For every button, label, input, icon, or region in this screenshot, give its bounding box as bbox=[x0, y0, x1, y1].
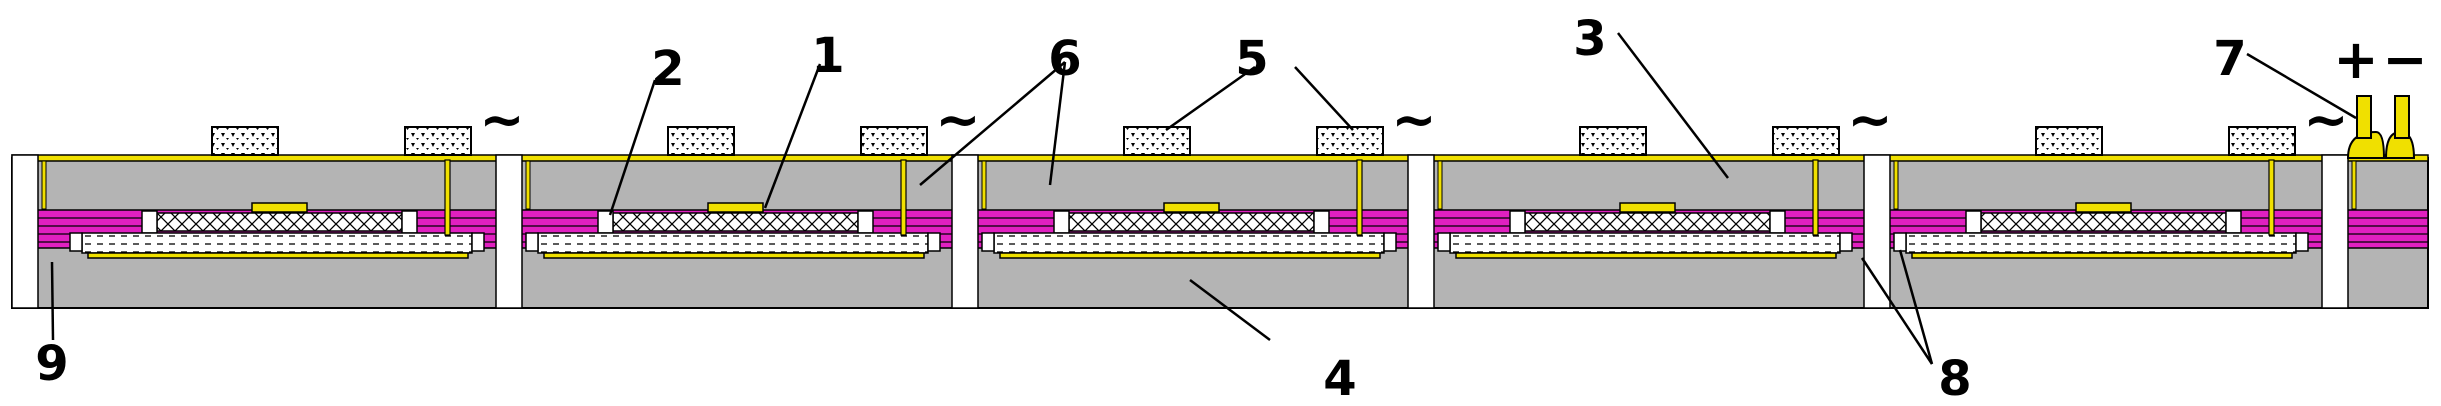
separator-slot bbox=[1407, 154, 1435, 309]
contact-pad bbox=[211, 126, 279, 156]
callout-labels: 9 2 1 6 5 4 3 8 7 bbox=[35, 11, 2246, 406]
conductor-tab bbox=[2075, 202, 2132, 213]
spacer-right bbox=[2225, 210, 2242, 234]
via bbox=[1356, 159, 1363, 236]
crosshatch-element bbox=[1980, 212, 2227, 232]
cell-1 bbox=[69, 126, 485, 259]
spacer-right bbox=[857, 210, 874, 234]
dashed-well bbox=[1449, 232, 1841, 254]
label-7: 7 bbox=[2213, 31, 2246, 87]
terminal-pins bbox=[2346, 95, 2416, 159]
via bbox=[444, 159, 451, 236]
cell-4 bbox=[1437, 126, 1853, 259]
dashed-well bbox=[81, 232, 473, 254]
bottom-conductor bbox=[87, 252, 469, 259]
separator-line bbox=[41, 160, 47, 210]
well-edge-left bbox=[525, 232, 539, 252]
spacer-left bbox=[1965, 210, 1982, 234]
separator bbox=[495, 154, 531, 309]
polarity-signs: + − bbox=[2333, 28, 2427, 91]
well-edge-right bbox=[1839, 232, 1853, 252]
contact-pad bbox=[667, 126, 735, 156]
label-9: 9 bbox=[35, 336, 68, 392]
separator-line bbox=[1437, 160, 1443, 210]
spacer-left bbox=[1053, 210, 1070, 234]
separator bbox=[1407, 154, 1443, 309]
separator bbox=[951, 154, 987, 309]
conductor-tab bbox=[1619, 202, 1676, 213]
spacer-right bbox=[1769, 210, 1786, 234]
conductor-tab bbox=[1163, 202, 1220, 213]
contact-pad bbox=[1123, 126, 1191, 156]
well-edge-left bbox=[981, 232, 995, 252]
leader-lines bbox=[50, 32, 2357, 365]
bottom-conductor bbox=[1911, 252, 2293, 259]
contact-pad bbox=[404, 126, 472, 156]
well-edge-right bbox=[2295, 232, 2309, 252]
bottom-conductor bbox=[1455, 252, 1837, 259]
separator-line bbox=[2351, 160, 2357, 210]
via bbox=[1812, 159, 1819, 236]
label-1: 1 bbox=[811, 28, 844, 84]
contact-pad bbox=[1316, 126, 1384, 156]
label-8: 8 bbox=[1938, 351, 1971, 406]
ac-symbol: ~ bbox=[479, 88, 524, 151]
crosshatch-element bbox=[1068, 212, 1315, 232]
well-edge-left bbox=[69, 232, 83, 252]
well-edge-right bbox=[471, 232, 485, 252]
repeating-cells bbox=[11, 126, 2429, 309]
label-4: 4 bbox=[1323, 351, 1356, 406]
spacer-right bbox=[401, 210, 418, 234]
cell-3 bbox=[981, 126, 1397, 259]
dashed-well bbox=[1905, 232, 2297, 254]
separator-line bbox=[525, 160, 531, 210]
ac-symbol: ~ bbox=[1391, 88, 1436, 151]
crosshatch-element bbox=[156, 212, 403, 232]
via bbox=[2268, 159, 2275, 236]
label-5: 5 bbox=[1235, 31, 1268, 87]
crosshatch-element bbox=[1524, 212, 1771, 232]
minus-sign: − bbox=[2382, 28, 2427, 91]
ac-symbol: ~ bbox=[2303, 88, 2348, 151]
label-3: 3 bbox=[1573, 11, 1606, 67]
well-edge-right bbox=[1383, 232, 1397, 252]
separator-line bbox=[981, 160, 987, 210]
conductor-tab bbox=[707, 202, 764, 213]
separator-line bbox=[1893, 160, 1899, 210]
spacer-right bbox=[1313, 210, 1330, 234]
via bbox=[900, 159, 907, 236]
dashed-well bbox=[993, 232, 1385, 254]
spacer-left bbox=[141, 210, 158, 234]
bottom-conductor bbox=[999, 252, 1381, 259]
label-2: 2 bbox=[651, 41, 684, 97]
ac-symbol: ~ bbox=[1847, 88, 1892, 151]
separator bbox=[2321, 154, 2357, 309]
well-edge-left bbox=[1437, 232, 1451, 252]
separator-slot bbox=[1863, 154, 1891, 309]
dashed-well bbox=[537, 232, 929, 254]
well-edge-left bbox=[1893, 232, 1907, 252]
spacer-left bbox=[1509, 210, 1526, 234]
contact-pad bbox=[1772, 126, 1840, 156]
crosshatch-element bbox=[612, 212, 859, 232]
separator-slot bbox=[2321, 154, 2349, 309]
bottom-conductor bbox=[543, 252, 925, 259]
ac-symbol: ~ bbox=[935, 88, 980, 151]
cell-5 bbox=[1893, 126, 2309, 259]
plus-sign: + bbox=[2333, 28, 2378, 91]
ac-symbols: ~ ~ ~ ~ ~ bbox=[479, 88, 2348, 151]
well-edge-right bbox=[927, 232, 941, 252]
contact-pad bbox=[1579, 126, 1647, 156]
label-6: 6 bbox=[1048, 31, 1081, 87]
separator-slot bbox=[11, 154, 39, 309]
separator-slot bbox=[951, 154, 979, 309]
separator-slot bbox=[495, 154, 523, 309]
cell-2 bbox=[525, 126, 941, 259]
conductor-tab bbox=[251, 202, 308, 213]
contact-pad bbox=[860, 126, 928, 156]
contact-pad bbox=[2228, 126, 2296, 156]
separator bbox=[11, 154, 47, 309]
contact-pad bbox=[2035, 126, 2103, 156]
